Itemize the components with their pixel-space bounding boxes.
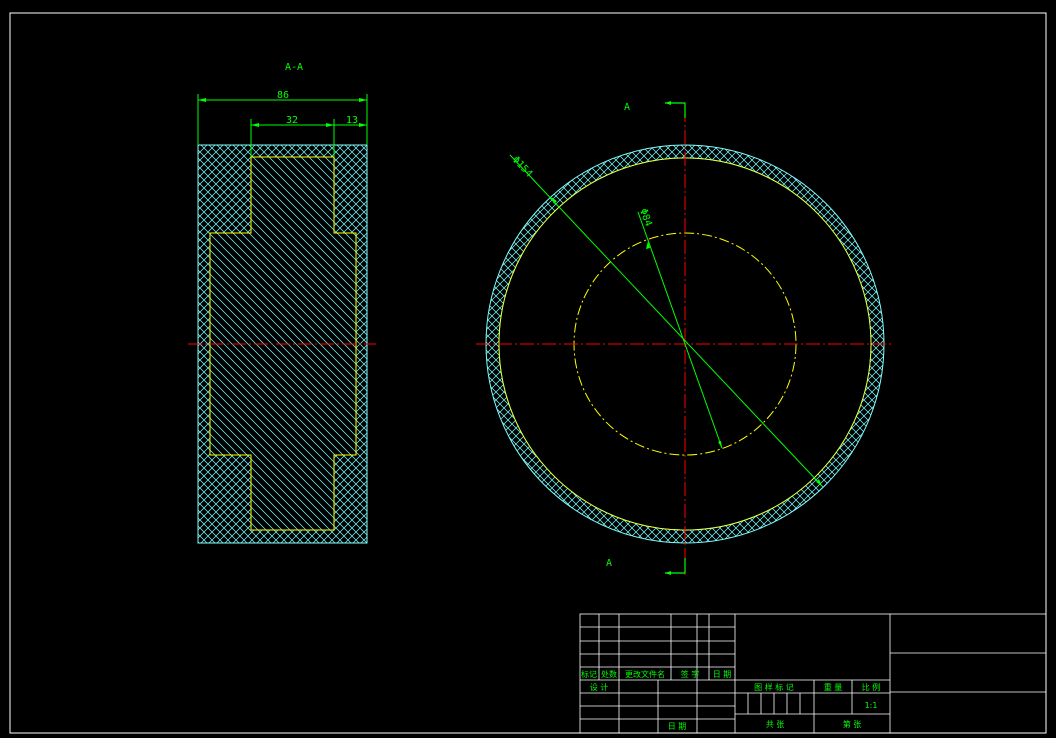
section-label: A-A [285, 62, 303, 73]
sheet-label: 第 张 [843, 719, 862, 729]
dim-right-offset: 13 [346, 115, 358, 126]
cut-marker-bottom [665, 558, 686, 574]
dim-leader-inner [637, 211, 723, 449]
dim-leader-outer [509, 154, 823, 487]
dim-outer-diameter: Φ154 [510, 155, 534, 180]
rev-col-date: 日 期 [713, 670, 732, 679]
dim-arrow-offset [359, 123, 367, 127]
rev-col-doc: 更改文件名 [625, 669, 665, 679]
dim-overall-width: 86 [277, 90, 289, 101]
stage-label: 图 样 标 记 [754, 682, 794, 692]
section-view: A-A 86 32 13 [188, 62, 376, 544]
rev-col-sign: 签 字 [681, 669, 700, 679]
drawing-frame [9, 12, 1047, 734]
dim-inner-width: 32 [286, 115, 298, 126]
sheet-total-label: 共 张 [766, 720, 785, 729]
cut-marker-top [665, 102, 686, 118]
rev-col-mark: 标记 [581, 669, 597, 679]
title-block-frame [579, 613, 1047, 734]
rev-col-count: 处数 [601, 669, 617, 679]
scale-label: 比 例 [862, 682, 881, 692]
title-block [579, 613, 1047, 734]
scale-value: 1:1 [865, 701, 878, 710]
date-label: 日 期 [668, 722, 687, 731]
view-label-top: A [624, 102, 630, 113]
title-block-text: 标记 处数 更改文件名 签 字 日 期 设 计 日 期 图 样 标 记 重 量 … [581, 669, 880, 731]
view-label-bottom: A [606, 558, 612, 569]
front-view: A A Φ154 Φ84 [476, 101, 894, 575]
design-label: 设 计 [590, 682, 609, 692]
cut-arrow-top [665, 101, 671, 105]
dim-inner-diameter: Φ84 [637, 207, 654, 228]
weight-label: 重 量 [824, 682, 843, 692]
cut-arrow-bottom [665, 571, 671, 575]
